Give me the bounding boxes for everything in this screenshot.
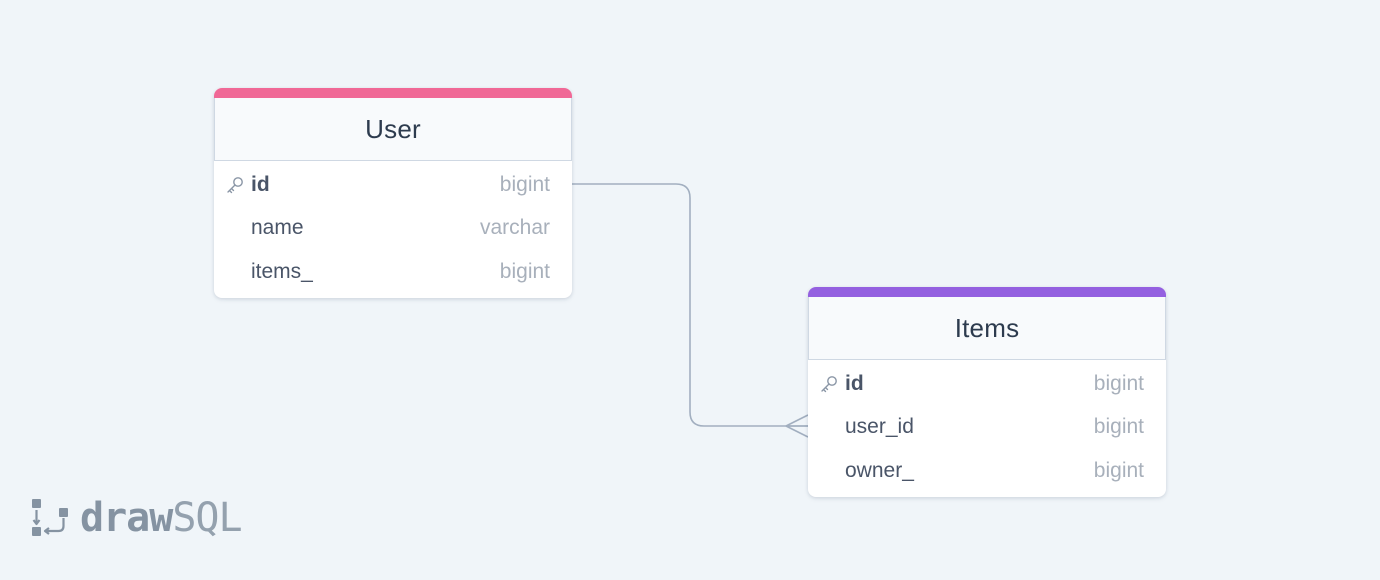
table-columns: id bigint user_id bigint owner_ bigint <box>808 360 1166 497</box>
column-row-items[interactable]: items_ bigint <box>214 250 572 294</box>
column-row-id[interactable]: id bigint <box>808 362 1166 406</box>
table-user[interactable]: User id bigint name varchar items_ bigin… <box>214 88 572 298</box>
logo-text-sql: SQL <box>172 495 242 541</box>
table-items[interactable]: Items id bigint user_id bigint owner_ bi… <box>808 287 1166 497</box>
table-header[interactable]: Items <box>808 297 1166 360</box>
table-accent-bar <box>214 88 572 98</box>
column-type: varchar <box>479 216 550 240</box>
column-name: id <box>251 172 270 196</box>
primary-key-icon <box>821 375 837 392</box>
column-name: items_ <box>251 259 313 283</box>
crows-foot-marker <box>785 414 809 438</box>
column-row-owner[interactable]: owner_ bigint <box>808 449 1166 493</box>
column-type: bigint <box>1093 371 1144 395</box>
column-name: user_id <box>845 415 914 439</box>
column-row-id[interactable]: id bigint <box>214 163 572 207</box>
primary-key-icon <box>227 176 243 193</box>
drawsql-logo-icon <box>32 499 68 536</box>
column-name: id <box>845 371 864 395</box>
table-accent-bar <box>808 287 1166 297</box>
table-columns: id bigint name varchar items_ bigint <box>214 161 572 298</box>
column-type: bigint <box>499 259 550 283</box>
column-row-name[interactable]: name varchar <box>214 207 572 251</box>
drawsql-logo-text: drawSQL <box>80 495 243 541</box>
relationship-line <box>572 183 808 427</box>
logo-text-draw: draw <box>80 495 173 541</box>
column-row-user-id[interactable]: user_id bigint <box>808 406 1166 450</box>
table-title: Items <box>954 312 1020 343</box>
table-title: User <box>365 113 421 144</box>
column-name: name <box>251 216 304 240</box>
column-type: bigint <box>1093 415 1144 439</box>
column-type: bigint <box>1093 458 1144 482</box>
table-header[interactable]: User <box>214 98 572 161</box>
column-name: owner_ <box>845 458 914 482</box>
column-type: bigint <box>499 172 550 196</box>
drawsql-logo[interactable]: drawSQL <box>30 494 243 542</box>
